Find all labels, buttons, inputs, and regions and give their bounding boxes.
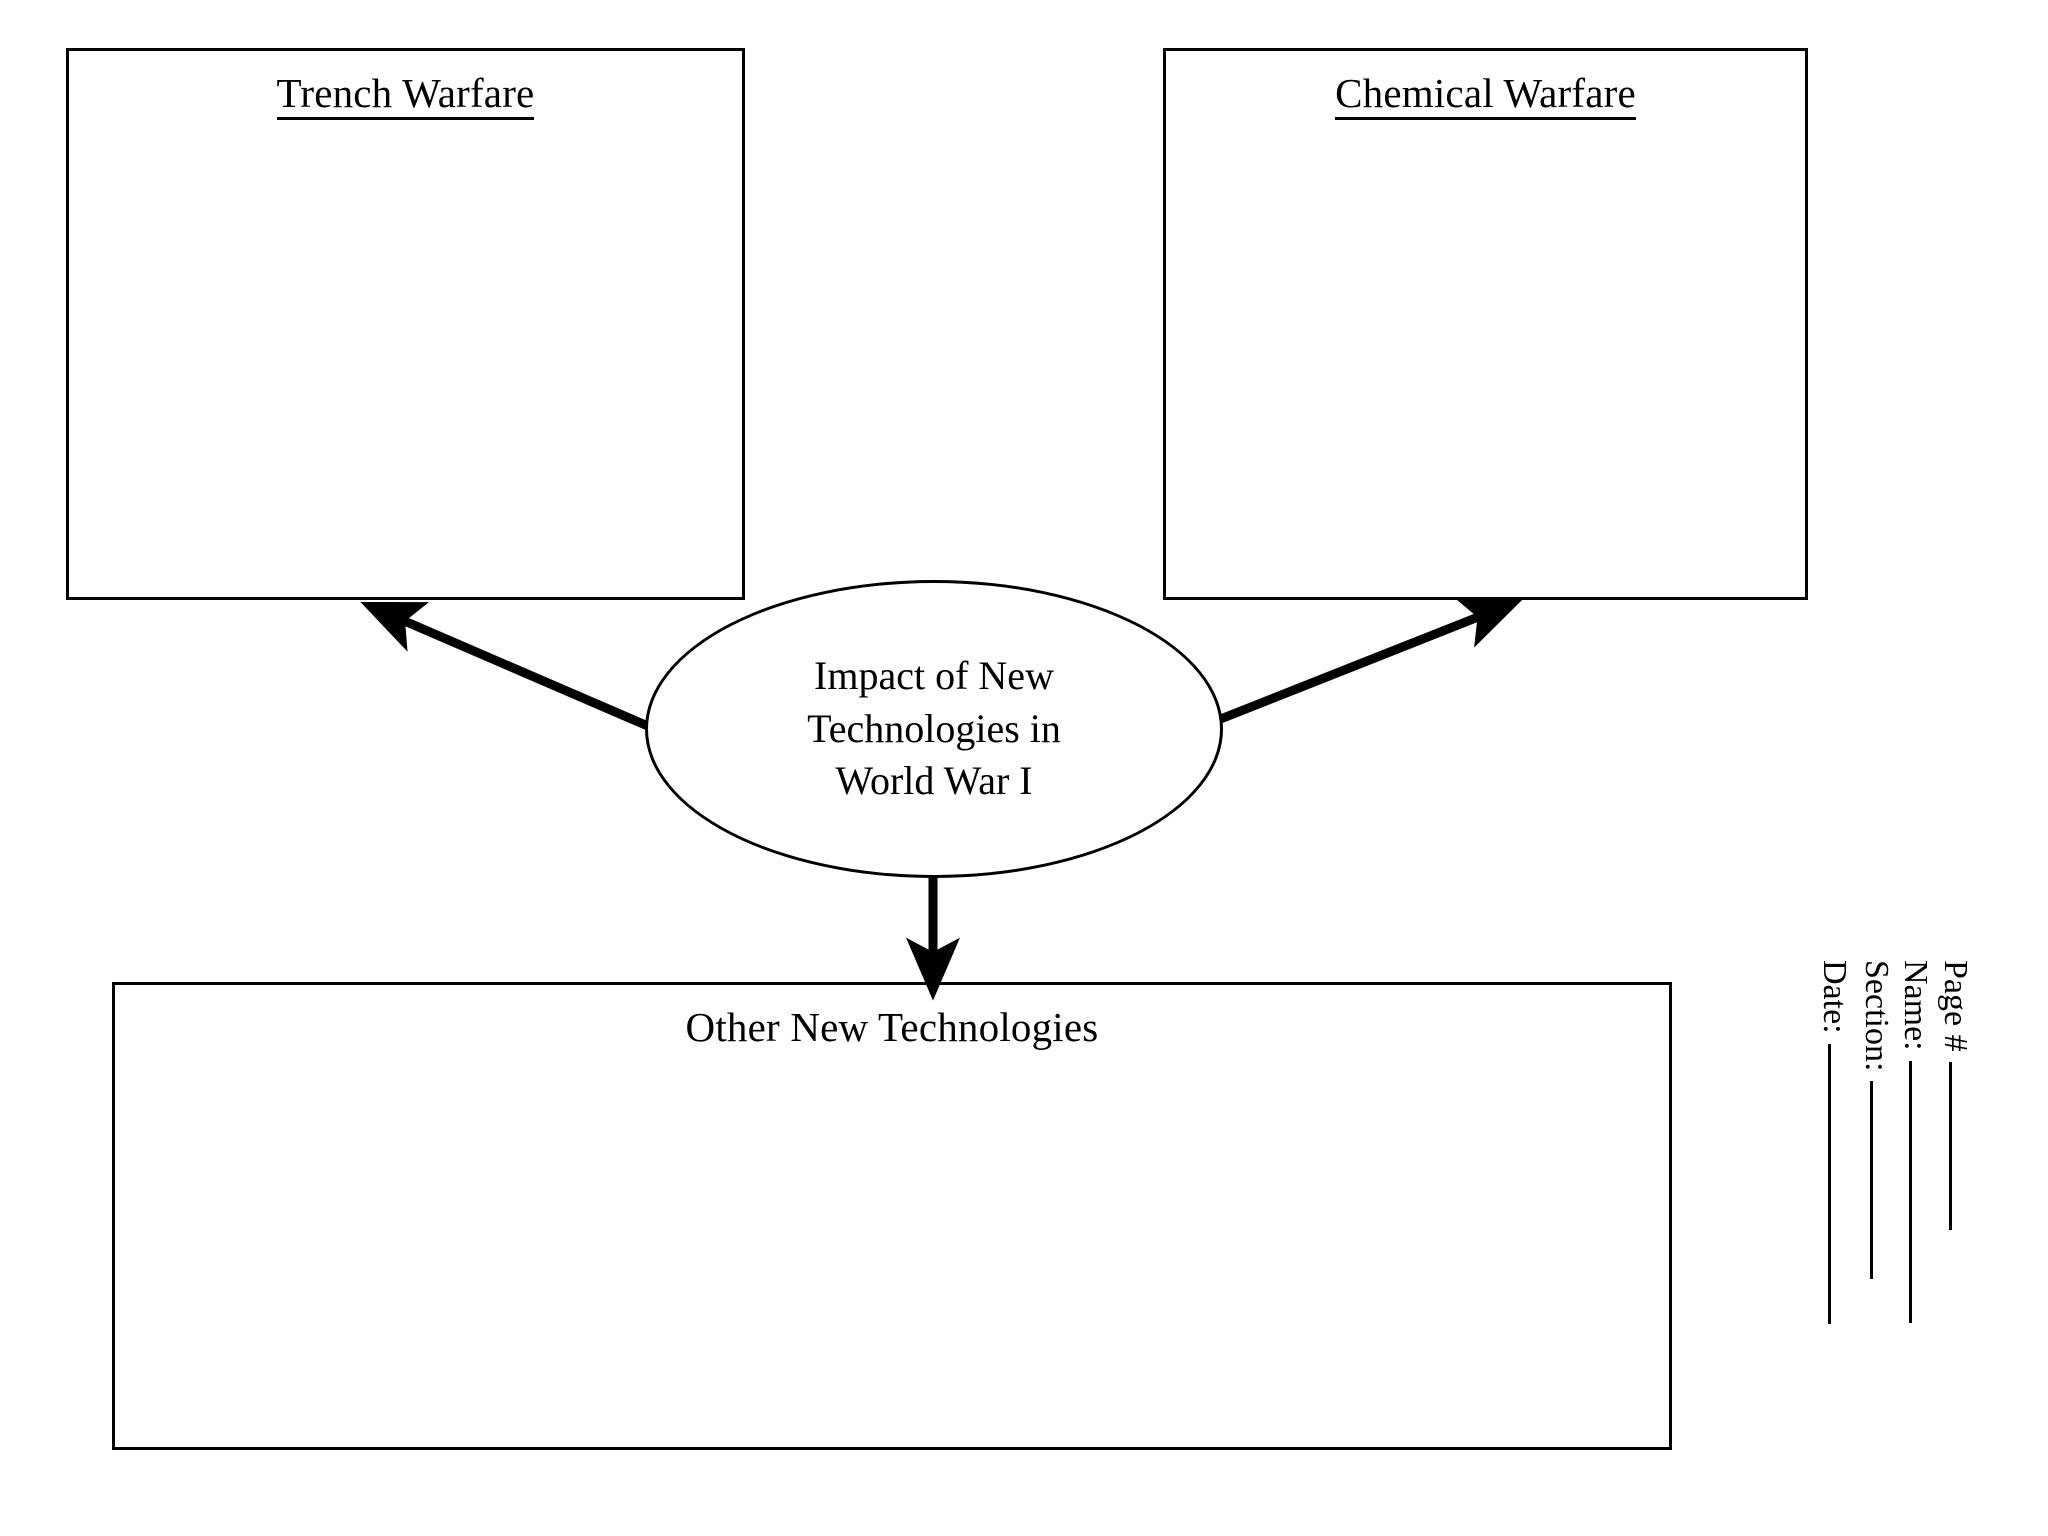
box-chemical-warfare[interactable]: Chemical Warfare bbox=[1163, 48, 1808, 600]
box-other-new-technologies[interactable]: Other New Technologies bbox=[112, 982, 1672, 1450]
box-trench-warfare[interactable]: Trench Warfare bbox=[66, 48, 745, 600]
box-title-text: Chemical Warfare bbox=[1335, 70, 1636, 120]
form-field-label: Date: bbox=[1816, 960, 1853, 1034]
box-title-text: Other New Technologies bbox=[685, 1004, 1099, 1050]
box-title-other-new-technologies: Other New Technologies bbox=[115, 1004, 1669, 1050]
form-field-label: Name: bbox=[1897, 960, 1934, 1051]
center-node-label: Impact of New Technologies in World War … bbox=[807, 652, 1061, 804]
form-field-blank-line[interactable] bbox=[1828, 1043, 1832, 1324]
form-field-blank-line[interactable] bbox=[1949, 1061, 1953, 1230]
form-field-date[interactable]: Date: bbox=[1816, 960, 1853, 1324]
box-title-trench-warfare: Trench Warfare bbox=[69, 70, 742, 120]
form-field-blank-line[interactable] bbox=[1909, 1060, 1913, 1323]
form-field-section[interactable]: Section: bbox=[1858, 960, 1895, 1280]
arrow-to-trench-warfare bbox=[360, 602, 659, 735]
form-fields-group: Page # Name: Section: Date: bbox=[1735, 960, 2035, 1380]
form-field-blank-line[interactable] bbox=[1870, 1081, 1874, 1280]
arrow-to-chemical-warfare bbox=[1211, 597, 1523, 727]
form-field-label: Page # bbox=[1937, 960, 1974, 1052]
form-field-name[interactable]: Name: bbox=[1897, 960, 1934, 1323]
form-field-page-number[interactable]: Page # bbox=[1937, 960, 1974, 1230]
form-field-label: Section: bbox=[1858, 960, 1895, 1072]
box-title-text: Trench Warfare bbox=[276, 70, 535, 120]
box-title-chemical-warfare: Chemical Warfare bbox=[1166, 70, 1805, 120]
center-node-ellipse[interactable]: Impact of New Technologies in World War … bbox=[645, 580, 1223, 878]
